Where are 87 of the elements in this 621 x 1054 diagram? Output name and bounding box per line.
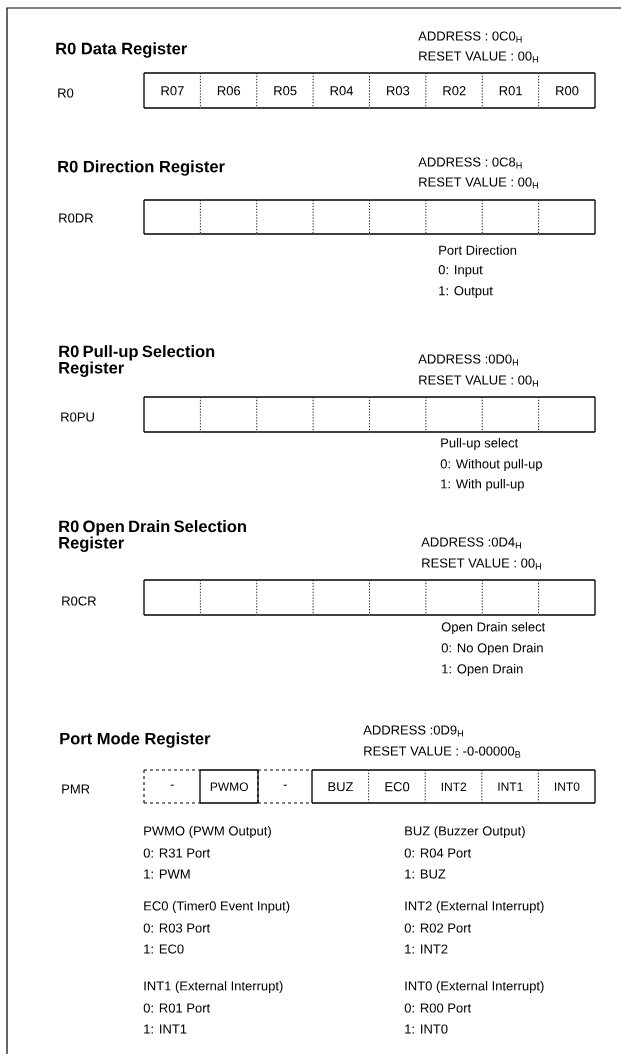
description-line: 0: Input <box>438 265 483 277</box>
description-line: 1: Output <box>439 286 493 298</box>
empty-bit-cell <box>481 579 540 616</box>
address-text: ADDRESS : 0C8$_{H}$ <box>418 157 522 169</box>
bit-cell: R05 <box>256 72 314 109</box>
description-line: 1: INT1 <box>144 1024 187 1034</box>
description-line: 0: R00 Port <box>404 1003 472 1013</box>
empty-bit-cell <box>143 396 202 433</box>
description-line: Open Drain select <box>441 621 546 635</box>
bit-cell: R02 <box>425 72 483 109</box>
register-title: Port Mode Register <box>60 732 211 748</box>
register-title: R0 Data Register <box>56 42 187 58</box>
empty-bit-cell <box>143 579 202 616</box>
register-name: R0PU <box>61 412 94 422</box>
reset-value-text: RESET VALUE : 00$_{H}$ <box>419 375 538 387</box>
description-line: 1: INT0 <box>405 1024 448 1034</box>
description-line: PWMO (PWM Output) <box>144 825 271 839</box>
bit-cell: - <box>257 769 313 804</box>
description-line: 1: EC0 <box>144 944 184 954</box>
empty-bit-cell <box>312 199 371 235</box>
bit-cell: R04 <box>312 72 371 109</box>
empty-bit-cell <box>425 579 483 616</box>
empty-bit-cell <box>481 199 540 235</box>
register-name: R0 <box>58 88 74 98</box>
register-title: R0 Direction Register <box>58 160 225 176</box>
empty-bit-cell <box>256 396 314 433</box>
description-line: 0: R31 Port <box>143 848 211 858</box>
reset-value-text: RESET VALUE : 00$_{H}$ <box>419 51 538 63</box>
description-line: 0: No Open Drain <box>441 642 543 656</box>
reset-value-text: RESET VALUE : -0-00000$_{B}$ <box>364 746 521 758</box>
address-text: ADDRESS :0D4$_{H}$ <box>421 537 521 549</box>
description-line: BUZ (Buzzer Output) <box>405 825 525 839</box>
reset-value-text: RESET VALUE : 00$_{H}$ <box>419 177 538 189</box>
empty-bit-cell <box>199 396 258 433</box>
description-line: INT0 (External Interrupt) <box>405 980 544 994</box>
empty-bit-cell <box>312 579 371 616</box>
register-name: PMR <box>62 784 90 794</box>
description-line: Port Direction <box>439 245 517 255</box>
register-name: R0CR <box>62 596 96 606</box>
reset-value-text: RESET VALUE : 00$_{H}$ <box>422 558 541 570</box>
empty-bit-cell <box>199 579 258 616</box>
description-line: 0: R03 Port <box>143 923 211 933</box>
description-line: 1: BUZ <box>405 869 446 879</box>
bit-cell: R03 <box>368 72 427 109</box>
bit-cell: INT1 <box>481 769 540 804</box>
empty-bit-cell <box>256 199 314 235</box>
empty-bit-cell <box>481 396 540 433</box>
empty-bit-cell <box>368 396 427 433</box>
bit-cell: - <box>143 769 201 804</box>
empty-bit-cell <box>538 199 596 235</box>
bit-cell: BUZ <box>311 769 370 804</box>
empty-bit-cell <box>368 579 427 616</box>
description-line: 0: Without pull-up <box>440 458 542 472</box>
description-line: 0: R04 Port <box>404 848 472 858</box>
bit-cell: INT2 <box>424 769 483 804</box>
bit-cell: INT0 <box>537 769 596 804</box>
address-text: ADDRESS :0D9$_{H}$ <box>363 725 463 737</box>
empty-bit-cell <box>312 396 371 433</box>
empty-bit-cell <box>143 199 202 235</box>
bit-cell: R00 <box>538 72 596 109</box>
description-line: 1: PWM <box>144 869 190 879</box>
description-line: INT2 (External Interrupt) <box>405 900 544 914</box>
register-title: R0 Pull-up Selection Register <box>59 345 215 377</box>
address-text: ADDRESS :0D0$_{H}$ <box>418 354 518 366</box>
empty-bit-cell <box>425 396 483 433</box>
register-title: R0 Open Drain Selection Register <box>59 520 246 552</box>
bit-cell: R07 <box>143 72 202 109</box>
empty-bit-cell <box>425 199 483 235</box>
empty-bit-cell <box>199 199 258 235</box>
description-line: 0: R01 Port <box>143 1003 211 1013</box>
bit-cell: R06 <box>199 72 258 109</box>
description-line: 0: R02 Port <box>404 923 472 933</box>
empty-bit-cell <box>538 396 596 433</box>
description-line: INT1 (External Interrupt) <box>144 980 283 994</box>
description-line: 1: INT2 <box>405 944 448 954</box>
empty-bit-cell <box>538 579 596 616</box>
address-text: ADDRESS : 0C0$_{H}$ <box>418 31 522 43</box>
bit-cell: EC0 <box>367 769 426 804</box>
description-line: 1: Open Drain <box>442 663 523 677</box>
register-name: R0DR <box>59 213 93 223</box>
description-line: Pull-up select <box>441 437 519 451</box>
description-line: EC0 (Timer0 Event Input) <box>144 900 290 914</box>
empty-bit-cell <box>368 199 427 235</box>
empty-bit-cell <box>256 579 314 616</box>
bit-cell: R01 <box>481 72 540 109</box>
bit-cell: PWMO <box>199 769 259 804</box>
description-line: 1: With pull-up <box>441 478 524 492</box>
